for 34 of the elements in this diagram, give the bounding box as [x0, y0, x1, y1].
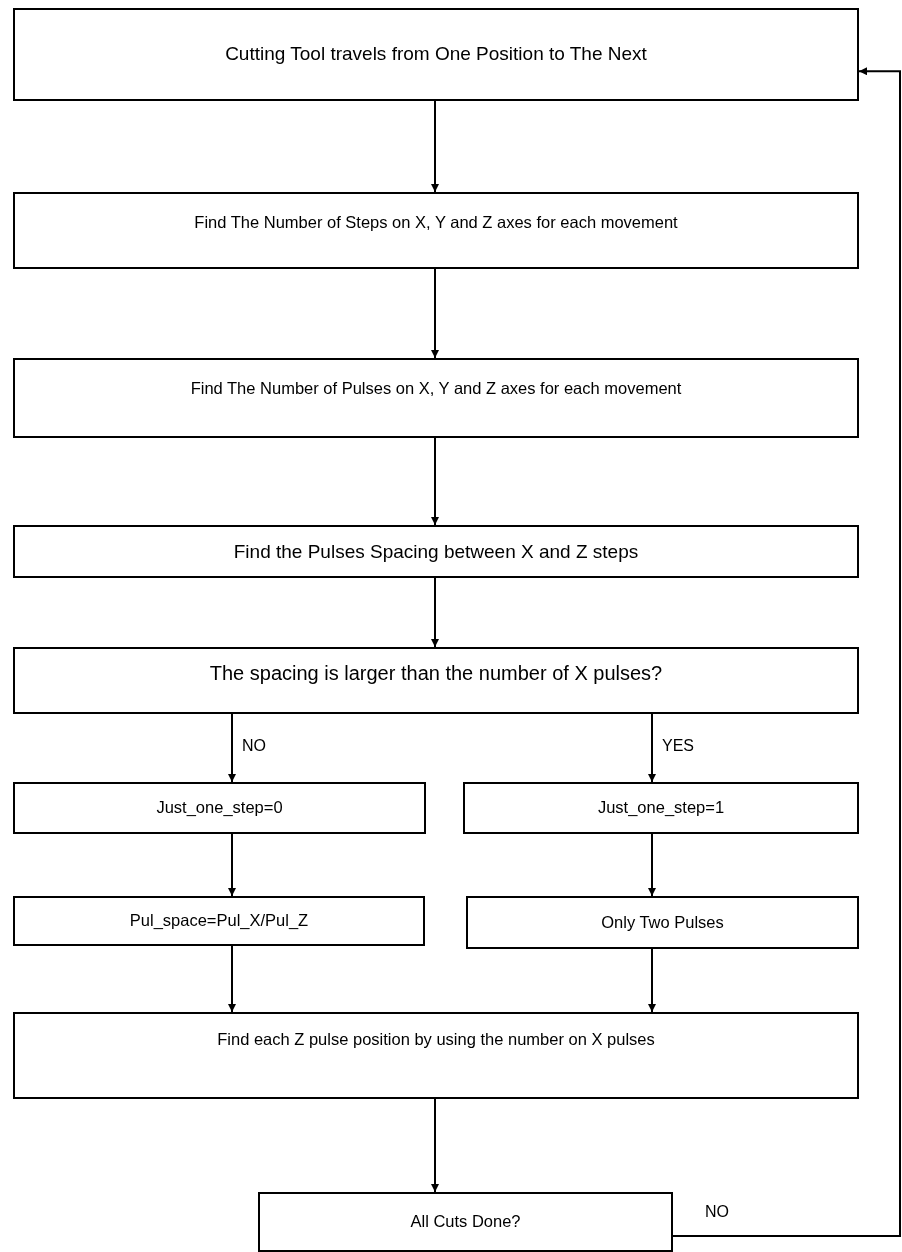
process-box [13, 192, 859, 269]
process-box [258, 1192, 673, 1252]
arrow [648, 948, 656, 1013]
process-box [463, 782, 859, 834]
arrow [431, 268, 439, 359]
arrow [431, 1098, 439, 1193]
box-text: Find each Z pulse position by using the number on X pulses [217, 1029, 655, 1050]
box-text: Pul_space=Pul_X/Pul_Z [129, 910, 309, 932]
box-text: The spacing is larger than the number of X pulses? [209, 661, 663, 686]
process-box [13, 358, 859, 438]
box-text: Find The Number of Pulses on X, Y and Z axes for each movement [190, 378, 682, 399]
process-box [466, 896, 859, 949]
arrow [228, 713, 236, 783]
arrow [228, 945, 236, 1013]
arrow [431, 577, 439, 648]
box-text: Cutting Tool travels from One Position to The Next [225, 42, 647, 66]
arrow [431, 437, 439, 526]
arrow [431, 100, 439, 193]
process-box [13, 896, 425, 946]
process-box [13, 782, 426, 834]
box-text: All Cuts Done? [410, 1211, 521, 1232]
arrow [672, 67, 901, 1237]
box-text: Find the Pulses Spacing between X and Z steps [233, 539, 639, 564]
box-text: Just_one_step=0 [156, 797, 283, 819]
process-box [13, 525, 859, 578]
arrow [648, 833, 656, 897]
process-box [13, 647, 859, 714]
box-text: Only Two Pulses [601, 911, 724, 933]
arrow [228, 833, 236, 897]
arrow [648, 713, 656, 783]
box-text: Just_one_step=1 [597, 797, 725, 819]
process-box [13, 8, 859, 101]
box-text: Find The Number of Steps on X, Y and Z axes for each movement [194, 212, 678, 233]
process-box [13, 1012, 859, 1099]
